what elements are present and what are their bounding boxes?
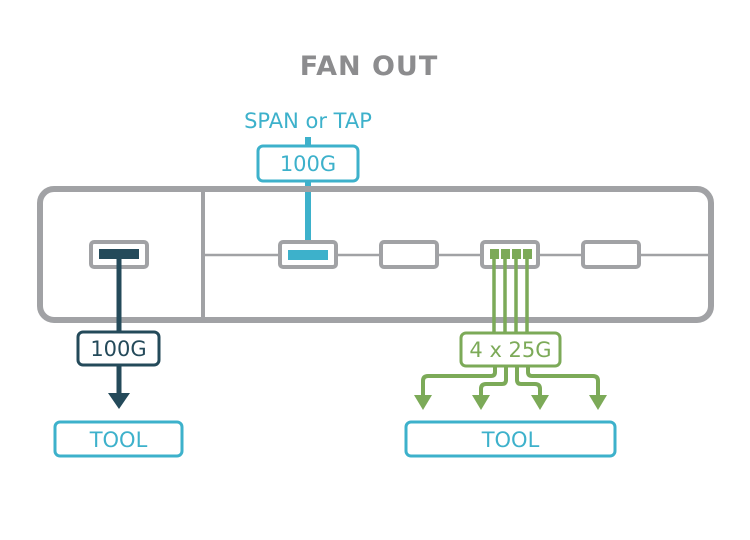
switch-chassis xyxy=(37,186,714,323)
fanout-path-3 xyxy=(515,366,542,396)
port-4[interactable] xyxy=(581,240,641,269)
fanout-paths xyxy=(421,366,600,396)
breakout-lanes xyxy=(492,259,529,334)
port-3-breakout-plugs xyxy=(490,249,532,259)
breakout-plug xyxy=(490,249,499,259)
fanout-speed-label: 4 x 25G xyxy=(469,338,551,362)
arrow-down-icon xyxy=(589,395,607,410)
arrow-down-icon xyxy=(472,395,490,410)
left-speed-label: 100G xyxy=(90,337,146,361)
tool-label-left: TOOL xyxy=(89,428,148,452)
fanout-speed-box xyxy=(459,331,562,368)
source-speed-label: 100G xyxy=(280,152,336,176)
breakout-plug xyxy=(512,249,521,259)
management-port-plug xyxy=(99,249,139,259)
source-label: SPAN or TAP xyxy=(244,109,372,133)
arrow-down-icon xyxy=(531,395,549,410)
port-1-plug xyxy=(288,250,328,260)
tool-box-right[interactable] xyxy=(404,420,617,458)
fanout-path-4 xyxy=(526,366,600,396)
arrow-down-icon xyxy=(108,393,130,409)
tool-box-left[interactable] xyxy=(53,420,184,458)
diagram-title: FAN OUT xyxy=(300,51,439,82)
arrow-down-icon xyxy=(414,395,432,410)
tool-label-right: TOOL xyxy=(481,428,540,452)
fanout-path-2 xyxy=(479,366,508,396)
fanout-path-1 xyxy=(421,366,497,396)
port-2[interactable] xyxy=(379,240,439,269)
breakout-plug xyxy=(523,249,532,259)
breakout-plug xyxy=(501,249,510,259)
left-speed-box xyxy=(76,330,161,367)
